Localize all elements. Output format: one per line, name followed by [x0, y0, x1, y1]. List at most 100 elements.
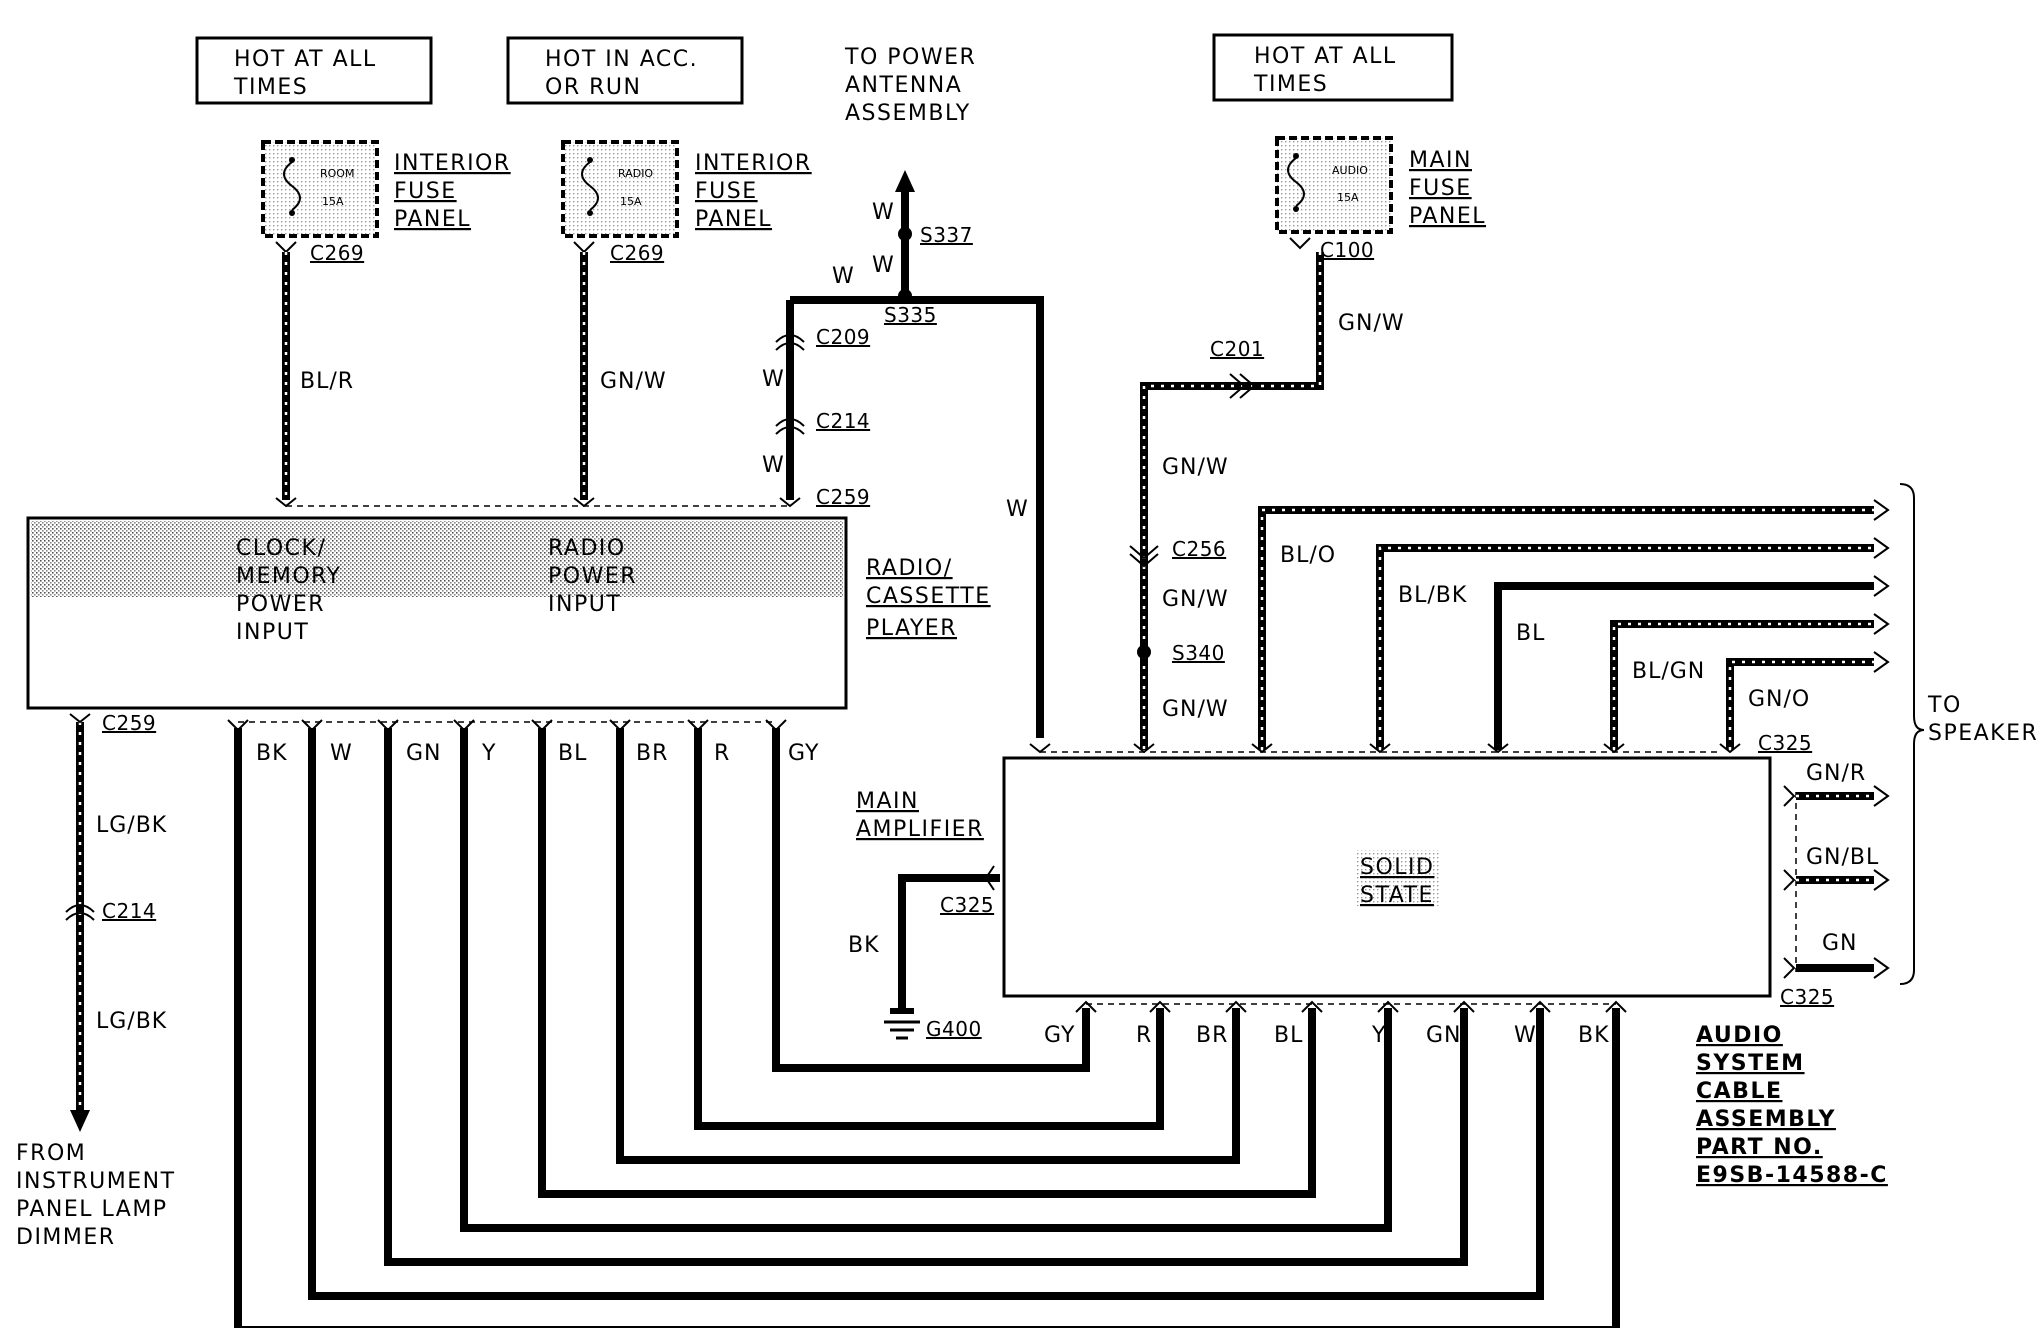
svg-text:SPEAKERS: SPEAKERS: [1928, 721, 2038, 746]
amp-wire-label: BK: [1578, 1023, 1610, 1048]
source-label: TIMES: [233, 75, 308, 100]
svg-text:LG/BK: LG/BK: [96, 813, 167, 838]
speaker-wire-label: GN/O: [1748, 687, 1810, 712]
wire-w-antenna: S337 S335 W W W W W W C209 C214 C259: [762, 170, 1044, 738]
svg-text:CLOCK/: CLOCK/: [236, 536, 326, 561]
svg-text:TO POWER: TO POWER: [844, 45, 976, 70]
cable-wire-label: R: [714, 741, 730, 766]
svg-text:C214: C214: [102, 899, 156, 923]
source-label: HOT AT ALL: [234, 47, 377, 72]
svg-text:GN/W: GN/W: [1162, 697, 1229, 722]
svg-text:GN/W: GN/W: [1338, 311, 1405, 336]
svg-text:PART NO.: PART NO.: [1696, 1135, 1823, 1160]
svg-text:C325: C325: [1758, 731, 1812, 755]
speaker-wire-label: GN/R: [1806, 761, 1866, 786]
radio-name-label: RADIO/: [866, 556, 953, 581]
source-label: OR RUN: [545, 75, 641, 100]
wire-bk-ground: BK C325 G400: [848, 865, 1000, 1041]
fuse-name: RADIO: [618, 167, 653, 180]
fuse-audio: AUDIO 15A MAIN FUSE PANEL C100: [1275, 136, 1486, 262]
amplifier-label: MAIN: [856, 789, 919, 814]
svg-text:C201: C201: [1210, 337, 1264, 361]
source-label: HOT IN ACC.: [545, 47, 698, 72]
cable-wire-label: BK: [256, 741, 288, 766]
fuse-radio: RADIO 15A INTERIOR FUSE PANEL C269: [561, 140, 812, 265]
svg-text:GN/W: GN/W: [600, 369, 667, 394]
svg-text:BK: BK: [848, 933, 880, 958]
wire-bl-r: BL/R: [282, 252, 354, 500]
svg-text:S337: S337: [920, 223, 973, 247]
cable-assembly-wires: [234, 728, 1620, 1328]
source-hot-in-acc-or-run: HOT IN ACC. OR RUN: [506, 36, 744, 105]
svg-text:GN/W: GN/W: [1162, 587, 1229, 612]
amp-wire-label: BR: [1196, 1023, 1228, 1048]
svg-text:ASSEMBLY: ASSEMBLY: [1696, 1107, 1836, 1132]
svg-text:LG/BK: LG/BK: [96, 1009, 167, 1034]
svg-text:C325: C325: [1780, 985, 1834, 1009]
main-amplifier: SOLID STATE MAIN AMPLIFIER: [856, 756, 1772, 998]
amplifier-label: AMPLIFIER: [856, 817, 984, 842]
fuse-name: ROOM: [320, 167, 354, 180]
amp-wire-label: BL: [1274, 1023, 1303, 1048]
fuse-name: AUDIO: [1332, 164, 1368, 177]
svg-text:STATE: STATE: [1360, 883, 1434, 908]
speaker-wire-label: BL/O: [1280, 543, 1336, 568]
cable-wire-label: Y: [481, 741, 496, 766]
fuse-panel-label: FUSE: [1409, 176, 1472, 201]
svg-text:POWER: POWER: [548, 564, 637, 589]
svg-text:PANEL LAMP: PANEL LAMP: [16, 1197, 168, 1222]
speaker-wire-label: GN/BL: [1806, 845, 1879, 870]
fuse-panel-label: INTERIOR: [394, 151, 511, 176]
svg-text:CABLE: CABLE: [1696, 1079, 1783, 1104]
source-hot-at-all-times-left: HOT AT ALL TIMES: [195, 36, 433, 105]
speaker-wire-label: BL/GN: [1632, 659, 1705, 684]
speaker-wire-label: GN: [1822, 931, 1858, 956]
wire-gn-w-radio: GN/W: [580, 252, 667, 500]
cable-wire-labels-radio: BK W GN Y BL BR R GY: [227, 719, 819, 766]
svg-text:FROM: FROM: [16, 1141, 86, 1166]
amp-wire-label: W: [1514, 1023, 1537, 1048]
svg-text:TO: TO: [1927, 693, 1962, 718]
fuse-panel-label: MAIN: [1409, 148, 1472, 173]
power-antenna-label: TO POWER ANTENNA ASSEMBLY: [844, 45, 976, 126]
svg-text:GN/W: GN/W: [1162, 455, 1229, 480]
source-label: TIMES: [1253, 72, 1328, 97]
amp-wire-labels: GY R BR BL Y GN W BK: [1044, 1000, 1627, 1048]
svg-text:S335: S335: [884, 303, 937, 327]
radio-name-label: PLAYER: [866, 616, 957, 641]
speaker-wires-right: GN/R GN/BL GN C325: [1780, 761, 1890, 1009]
svg-text:AUDIO: AUDIO: [1696, 1023, 1783, 1048]
source-hot-at-all-times-right: HOT AT ALL TIMES: [1212, 33, 1454, 102]
fuse-panel-label: INTERIOR: [695, 151, 812, 176]
svg-text:INPUT: INPUT: [548, 592, 621, 617]
svg-text:POWER: POWER: [236, 592, 325, 617]
fuse-panel-label: FUSE: [394, 179, 457, 204]
svg-text:RADIO: RADIO: [548, 536, 626, 561]
svg-text:BL/R: BL/R: [300, 369, 354, 394]
source-label: HOT AT ALL: [1254, 44, 1397, 69]
fuse-room: ROOM 15A INTERIOR FUSE PANEL C269: [261, 140, 511, 265]
wire-gn-w-main: C201 GN/W GN/W GN/W GN/W C256 S340: [1129, 252, 1405, 750]
fuse-panel-label: PANEL: [1409, 204, 1486, 229]
svg-text:SOLID: SOLID: [1360, 855, 1434, 880]
splice-s335: [898, 289, 912, 303]
svg-text:S340: S340: [1172, 641, 1225, 665]
ground-g400: G400: [926, 1017, 982, 1041]
amp-wire-label: R: [1136, 1023, 1152, 1048]
fuse-rating: 15A: [620, 195, 642, 208]
svg-text:C259: C259: [102, 711, 156, 735]
svg-text:W: W: [872, 253, 895, 278]
fuse-rating: 15A: [1337, 191, 1359, 204]
svg-text:C214: C214: [816, 409, 870, 433]
cable-wire-label: GY: [788, 741, 819, 766]
svg-text:ANTENNA: ANTENNA: [845, 73, 962, 98]
to-speakers-label: TO SPEAKERS: [1899, 483, 2038, 985]
fuse-panel-label: PANEL: [695, 207, 772, 232]
radio-name-label: CASSETTE: [866, 584, 991, 609]
fuse-rating: 15A: [322, 195, 344, 208]
svg-text:W: W: [762, 367, 785, 392]
amp-wire-label: GN: [1426, 1023, 1462, 1048]
svg-text:SYSTEM: SYSTEM: [1696, 1051, 1805, 1076]
svg-text:MEMORY: MEMORY: [236, 564, 342, 589]
